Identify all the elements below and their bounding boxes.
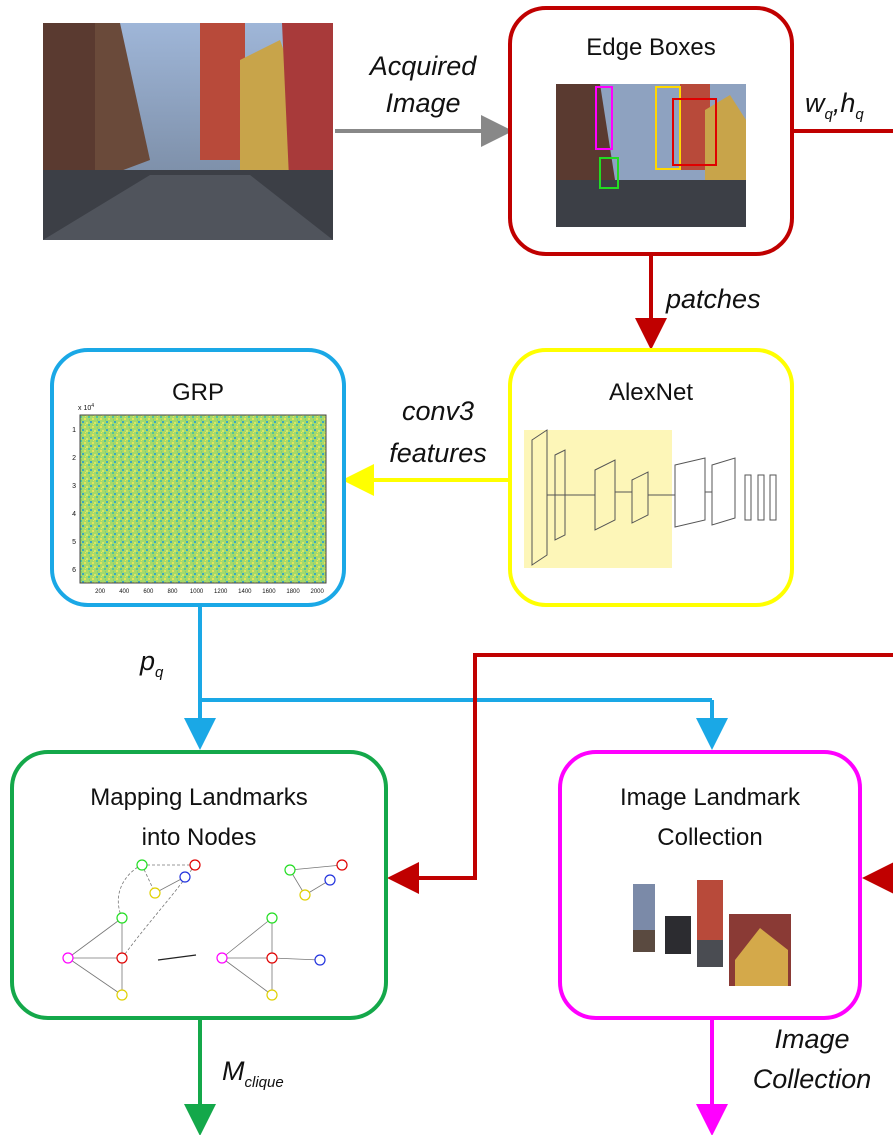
plot-x-ticks: 200 400 600 800 1000 1200 1400 1600 1800 2000	[95, 589, 324, 595]
plot-y-tick-label: 1	[72, 427, 76, 434]
alexnet-node: AlexNet	[508, 348, 794, 607]
image-collection-label-line1: Image	[774, 1024, 849, 1054]
plot-y-tick-label: 5	[72, 539, 76, 546]
plot-y-tick-label: 2	[72, 455, 76, 462]
pq-connector	[198, 605, 712, 702]
acquired-label-line1: Acquired	[368, 51, 478, 81]
edge-boxes-title: Edge Boxes	[586, 34, 715, 61]
plot-x-tick-label: 800	[167, 589, 178, 595]
wh-to-mapping-arrow	[387, 653, 893, 894]
edge-boxes-thumbnail	[556, 84, 746, 227]
acquired-street-photo	[43, 23, 333, 240]
plot-x-tick-label: 200	[95, 589, 106, 595]
plot-x-tick-label: 400	[119, 589, 130, 595]
plot-x-tick-label: 1800	[286, 589, 300, 595]
plot-x-tick-label: 2000	[310, 589, 324, 595]
detection-box-magenta	[595, 86, 613, 150]
alexnet-title: AlexNet	[609, 379, 693, 406]
conv3-label-line2: features	[389, 438, 487, 468]
detection-box-green	[599, 157, 619, 189]
grp-feature-plot: x 104 1 2 3 4 5 6 200 400 600 800 1000 1200 1400 160…	[72, 403, 327, 595]
plot-y-tick-label: 6	[72, 567, 76, 574]
collection-title-line1: Image Landmark	[620, 784, 801, 811]
clique-graph-nodes	[62, 859, 348, 1001]
mapping-title-line1: Mapping Landmarks	[90, 784, 307, 811]
image-landmark-collection-node: Image Landmark Collection	[558, 750, 862, 1020]
pq-label: pq	[139, 646, 164, 681]
mapping-title-line2: into Nodes	[142, 824, 257, 851]
conv3-label-line1: conv3	[402, 396, 474, 426]
plot-y-tick-label: 3	[72, 483, 76, 490]
image-collection-label-line2: Collection	[753, 1064, 872, 1094]
plot-x-tick-label: 1000	[190, 589, 204, 595]
plot-y-tick-label: 4	[72, 511, 76, 518]
wh-label: wq,hq	[805, 88, 864, 123]
patches-label: patches	[665, 284, 761, 314]
alexnet-architecture-figure	[524, 429, 777, 568]
acquired-label-line2: Image	[385, 88, 460, 118]
plot-x-tick-label: 1200	[214, 589, 228, 595]
plot-y-ticks: 1 2 3 4 5 6	[72, 427, 76, 574]
detection-box-red	[672, 98, 717, 166]
plot-y-exponent: x 104	[78, 403, 94, 412]
landmark-patch-thumbnails	[633, 880, 791, 986]
plot-x-tick-label: 600	[143, 589, 154, 595]
plot-x-tick-label: 1600	[262, 589, 276, 595]
mapping-landmarks-node: Mapping Landmarks into Nodes	[10, 750, 388, 1020]
collection-title-line2: Collection	[657, 824, 762, 851]
plot-x-tick-label: 1400	[238, 589, 252, 595]
grp-title: GRP	[172, 379, 224, 406]
detection-box-yellow	[655, 86, 681, 170]
edge-boxes-node: Edge Boxes	[508, 6, 794, 256]
grp-node: GRP x 104 1 2 3 4 5 6 200 400 600 800 1000 1200 140…	[50, 348, 346, 607]
mclique-label: Mclique	[222, 1056, 284, 1091]
